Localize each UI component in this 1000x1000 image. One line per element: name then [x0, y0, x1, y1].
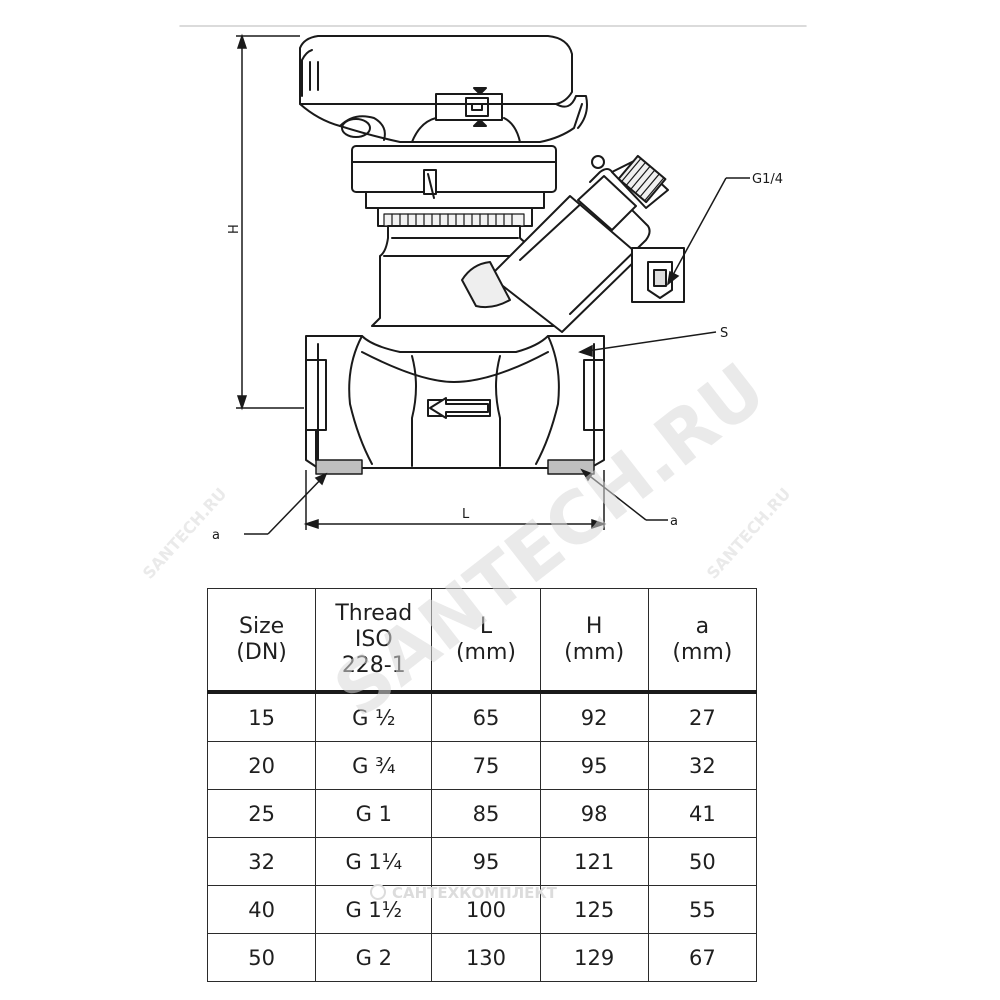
label-a-left: a: [212, 528, 220, 543]
cell-thread: G 1¼: [315, 837, 433, 886]
cell-a: 27: [647, 691, 758, 742]
table-row: 32 G 1¼ 95 121 50: [206, 837, 758, 886]
dimensions-table: Size (DN) Thread ISO 228-1 L (mm) H (mm)…: [206, 588, 758, 982]
label-g14: G1/4: [752, 172, 783, 187]
cell-h: 95: [539, 741, 649, 790]
cell-size: 50: [206, 933, 317, 982]
cell-h: 121: [539, 837, 649, 886]
cell-h: 129: [539, 933, 649, 982]
cell-a: 67: [647, 933, 758, 982]
header-size: Size (DN): [206, 588, 317, 694]
dimension-l: [303, 470, 607, 530]
table-header-row: Size (DN) Thread ISO 228-1 L (mm) H (mm)…: [206, 588, 758, 694]
cell-a: 50: [647, 837, 758, 886]
cell-thread: G 1: [315, 789, 433, 838]
header-a: a (mm): [647, 588, 758, 694]
leader-s: [578, 331, 717, 358]
label-l: L: [462, 507, 470, 522]
cell-size: 40: [206, 885, 317, 934]
cell-l: 95: [431, 837, 541, 886]
cell-thread: G 2: [315, 933, 433, 982]
cell-l: 75: [431, 741, 541, 790]
label-a-right: a: [670, 514, 678, 529]
valve-drawing: H L G1/4 S a a: [179, 25, 807, 543]
cell-a: 41: [647, 789, 758, 838]
cell-size: 20: [206, 741, 317, 790]
cell-a: 32: [647, 741, 758, 790]
header-thread: Thread ISO 228-1: [315, 588, 433, 694]
cell-thread: G ½: [315, 691, 433, 742]
label-s: S: [720, 326, 728, 341]
cell-thread: G 1½: [315, 885, 433, 934]
test-port-body: [461, 154, 685, 333]
handwheel: [299, 35, 588, 143]
cell-size: 32: [206, 837, 317, 886]
leader-g14: [666, 177, 750, 286]
cell-l: 65: [431, 691, 541, 742]
header-l: L (mm): [431, 588, 541, 694]
cell-a: 55: [647, 885, 758, 934]
knurled-ring: [383, 213, 525, 227]
leader-a-right: [580, 468, 668, 521]
cell-h: 125: [539, 885, 649, 934]
dimension-h: [236, 33, 304, 411]
cell-l: 100: [431, 885, 541, 934]
cell-size: 25: [206, 789, 317, 838]
flow-direction-arrow: [427, 397, 491, 419]
table-row: 15 G ½ 65 92 27: [206, 691, 758, 742]
header-h: H (mm): [539, 588, 649, 694]
cell-size: 15: [206, 691, 317, 742]
leader-a-left: [244, 472, 328, 535]
cell-h: 92: [539, 691, 649, 742]
table-row: 20 G ¾ 75 95 32: [206, 741, 758, 790]
cell-h: 98: [539, 789, 649, 838]
label-h: H: [227, 224, 242, 234]
cell-thread: G ¾: [315, 741, 433, 790]
table-row: 50 G 2 130 129 67: [206, 933, 758, 982]
cell-l: 85: [431, 789, 541, 838]
cell-l: 130: [431, 933, 541, 982]
table-row: 25 G 1 85 98 41: [206, 789, 758, 838]
table-row: 40 G 1½ 100 125 55: [206, 885, 758, 934]
